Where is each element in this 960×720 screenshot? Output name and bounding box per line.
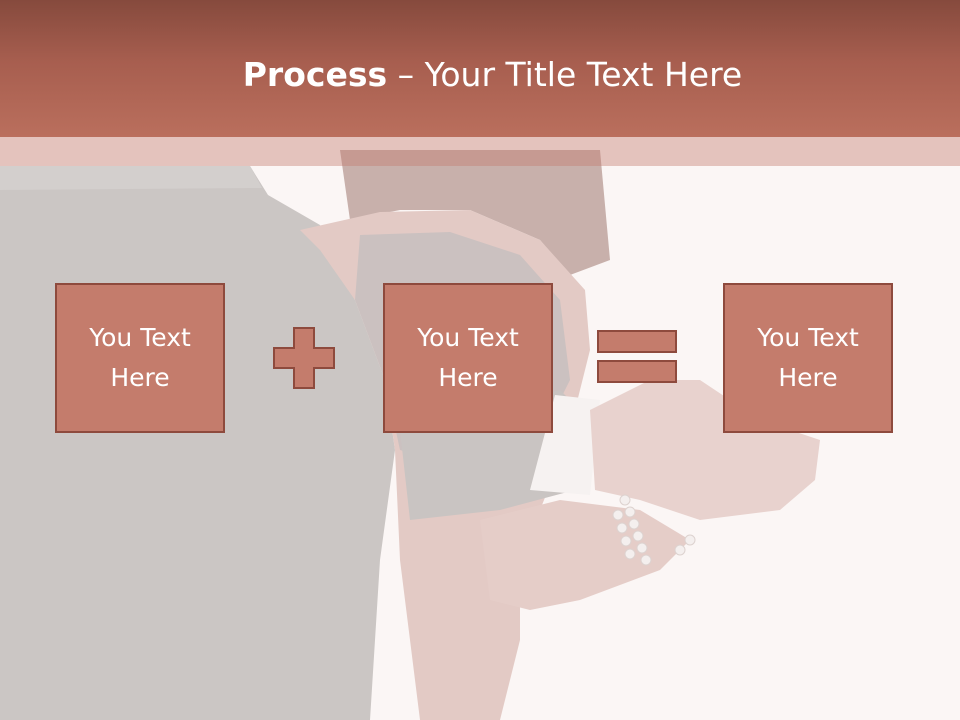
text-box-2-label: You Text Here xyxy=(417,323,519,392)
title-sub-band xyxy=(0,137,960,166)
text-box-1-label: You Text Here xyxy=(89,323,191,392)
slide-title: Process – Your Title Text Here xyxy=(0,52,960,98)
text-box-3[interactable]: You Text Here xyxy=(723,283,893,433)
equals-icon xyxy=(597,330,677,383)
text-box-3-label: You Text Here xyxy=(757,323,859,392)
plus-icon xyxy=(273,327,335,389)
title-rest: – Your Title Text Here xyxy=(387,55,743,94)
text-box-2[interactable]: You Text Here xyxy=(383,283,553,433)
text-box-1[interactable]: You Text Here xyxy=(55,283,225,433)
title-bold: Process xyxy=(242,55,388,94)
title-band xyxy=(0,0,960,137)
